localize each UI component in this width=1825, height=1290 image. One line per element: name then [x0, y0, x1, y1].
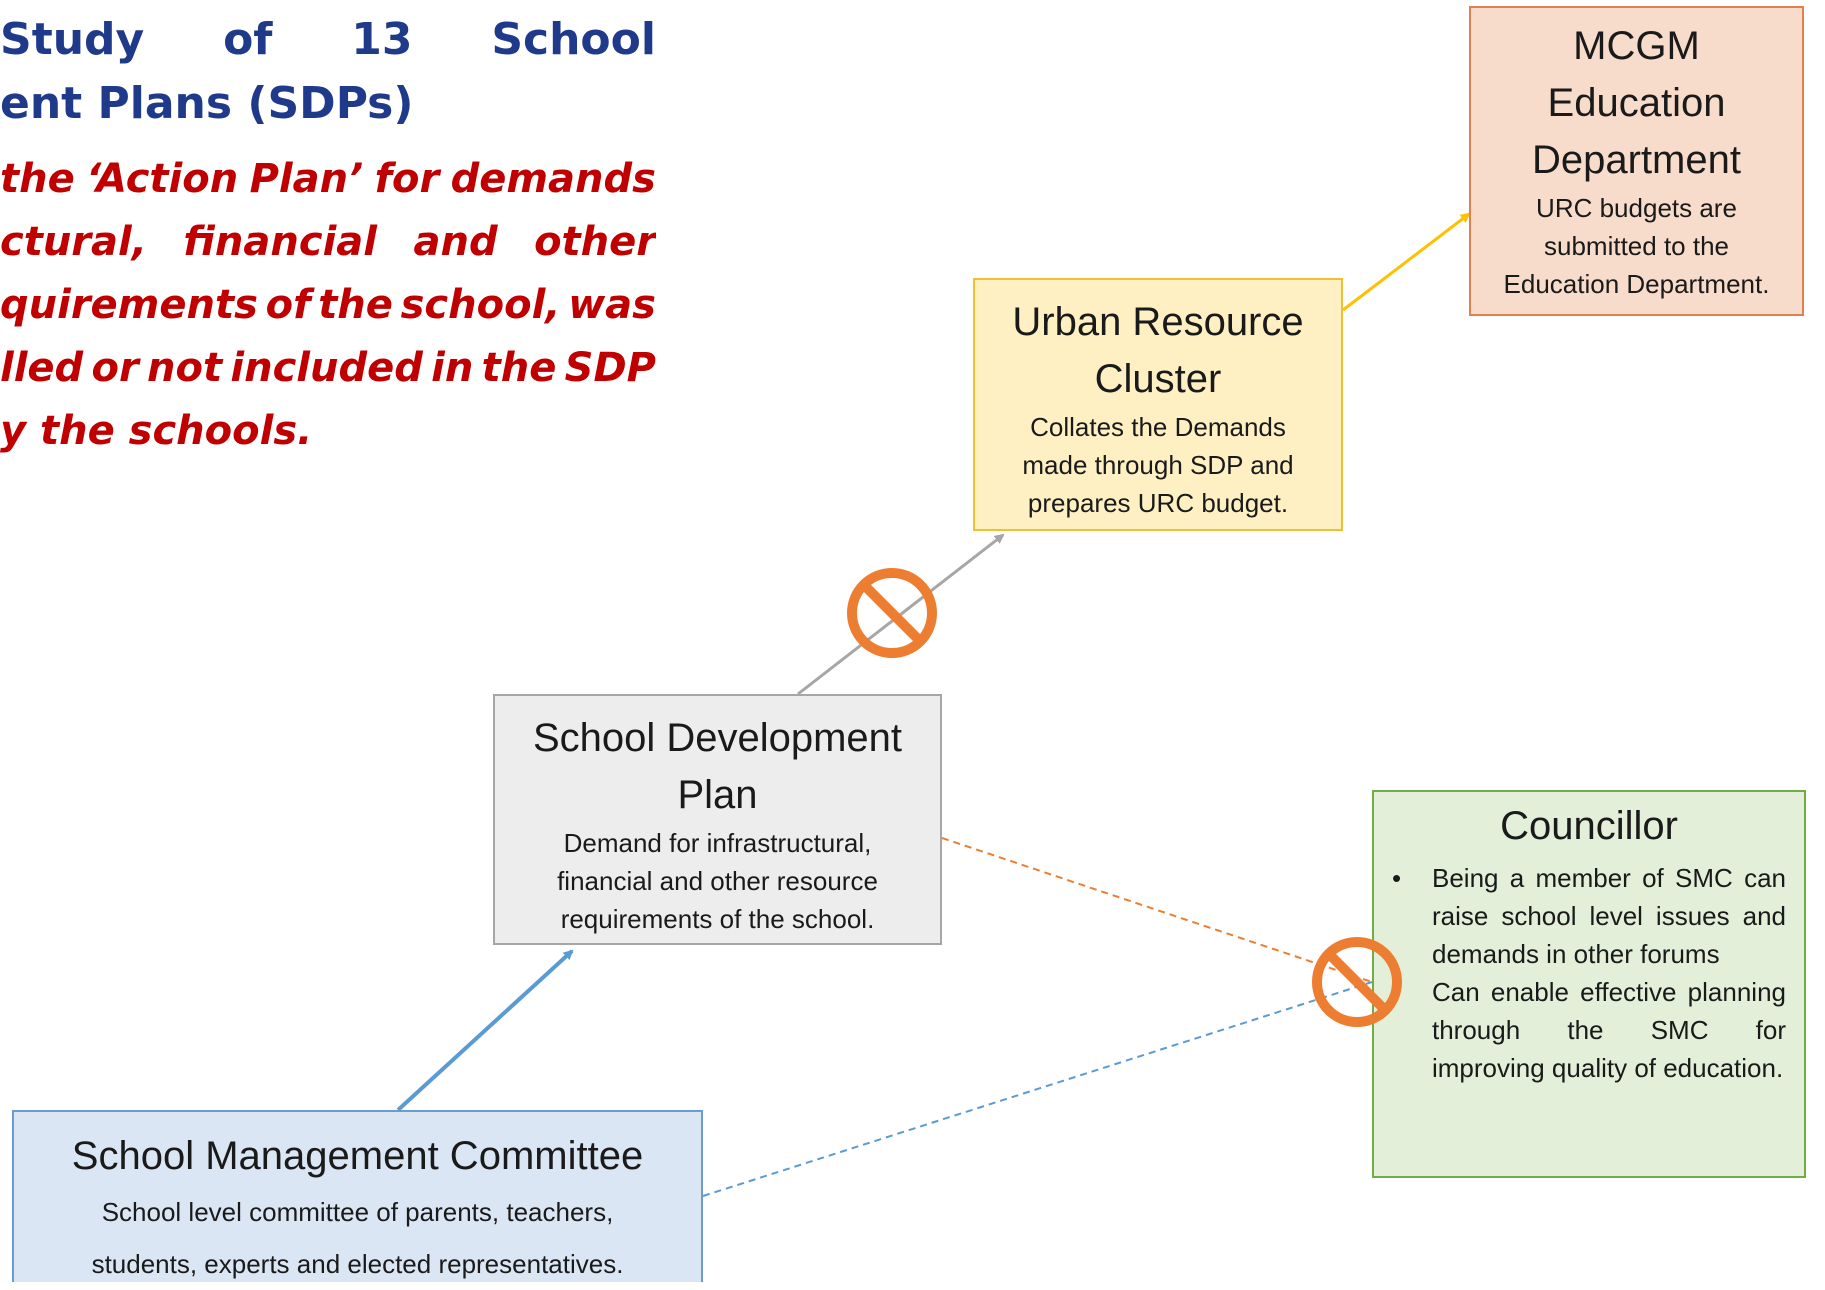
box-description: submitted to the — [1544, 231, 1729, 261]
subtitle-line-1: the ‘Action Plan’ for demands — [0, 148, 656, 211]
page-title-line-1: Study of 13 School — [0, 18, 656, 82]
box-description: students, experts and elected representa… — [91, 1249, 624, 1279]
subtitle-word: lled — [0, 345, 84, 391]
subtitle-word: school, — [400, 282, 561, 328]
subtitle-line-3: quirements of the school, was — [0, 274, 656, 337]
subtitle-word: and — [413, 219, 498, 265]
subtitle-word: y the schools. — [0, 408, 313, 454]
prohibited-icon — [1312, 937, 1402, 1027]
box-title: Cluster — [1094, 357, 1222, 401]
box-title: School Management Committee — [71, 1134, 644, 1178]
arrow-smc-to-sdp — [396, 949, 574, 1112]
subtitle-word: included — [230, 345, 423, 391]
school-development-plan-box: School Development Plan Demand for infra… — [493, 694, 942, 945]
subtitle-word: the — [481, 345, 557, 391]
dashed-link-sdp-to-councillor — [941, 837, 1373, 983]
subtitle-word: the — [0, 156, 75, 202]
box-description: prepares URC budget. — [1027, 488, 1289, 518]
prohibited-icon — [847, 568, 937, 658]
mcgm-education-department-box: MCGM Education Department URC budgets ar… — [1469, 6, 1804, 316]
box-title: Urban Resource — [1012, 300, 1304, 344]
subtitle-word: quirements — [0, 282, 258, 328]
box-description: made through SDP and — [1022, 450, 1294, 480]
subtitle-word: was — [568, 282, 656, 328]
box-description: Demand for infrastructural, — [563, 828, 872, 858]
subtitle-word: not — [147, 345, 223, 391]
title-word: of — [223, 18, 273, 65]
subtitle-line-2: ctural, financial and other — [0, 211, 656, 274]
subtitle-word: in — [431, 345, 474, 391]
arrow-urc-to-mcgm — [1342, 212, 1471, 312]
title-word: School — [491, 18, 656, 65]
box-description: URC budgets are — [1536, 193, 1737, 223]
school-management-committee-box: School Management Committee School level… — [12, 1110, 703, 1282]
subtitle-word: or — [91, 345, 139, 391]
subtitle-line-5: y the schools. — [0, 400, 656, 463]
box-description: financial and other resource — [557, 866, 878, 896]
box-description: requirements of the school. — [560, 904, 875, 934]
box-title: Department — [1532, 138, 1741, 182]
subtitle-word: ctural, — [0, 219, 147, 265]
title-word: 13 — [351, 18, 413, 65]
subtitle-word: SDP — [564, 345, 656, 391]
heading-block: Study of 13 School ent Plans (SDPs) the … — [0, 18, 656, 463]
box-description: Collates the Demands — [1030, 412, 1286, 442]
list-item: Being a member of SMC can raise school l… — [1392, 859, 1786, 973]
subtitle-word: of — [265, 282, 311, 328]
box-description: School level committee of parents, teach… — [101, 1197, 614, 1227]
councillor-box: Councillor Being a member of SMC can rai… — [1372, 790, 1806, 1178]
subtitle-word: Plan’ — [249, 156, 364, 202]
subtitle-word: for — [374, 156, 440, 202]
subtitle-word: financial — [183, 219, 377, 265]
box-title: Education — [1547, 81, 1726, 125]
title-word: Study — [0, 18, 145, 65]
box-title: Councillor — [1500, 804, 1678, 848]
box-title: School Development — [532, 716, 903, 760]
subtitle-word: demands — [450, 156, 656, 202]
box-title: Plan — [677, 773, 758, 817]
list-item: Can enable effective planning through th… — [1392, 973, 1786, 1087]
page-title-line-2: ent Plans (SDPs) — [0, 82, 414, 129]
subtitle-word: ‘Action — [86, 156, 239, 202]
box-description: Education Department. — [1503, 269, 1770, 299]
subtitle-line-4: lled or not included in the SDP — [0, 337, 656, 400]
dashed-link-smc-to-councillor — [702, 981, 1373, 1197]
subtitle-word: the — [318, 282, 393, 328]
urban-resource-cluster-box: Urban Resource Cluster Collates the Dema… — [973, 278, 1343, 531]
box-title: MCGM — [1573, 24, 1700, 68]
subtitle-word: other — [534, 219, 656, 265]
councillor-bullet-list: Being a member of SMC can raise school l… — [1392, 859, 1786, 1087]
